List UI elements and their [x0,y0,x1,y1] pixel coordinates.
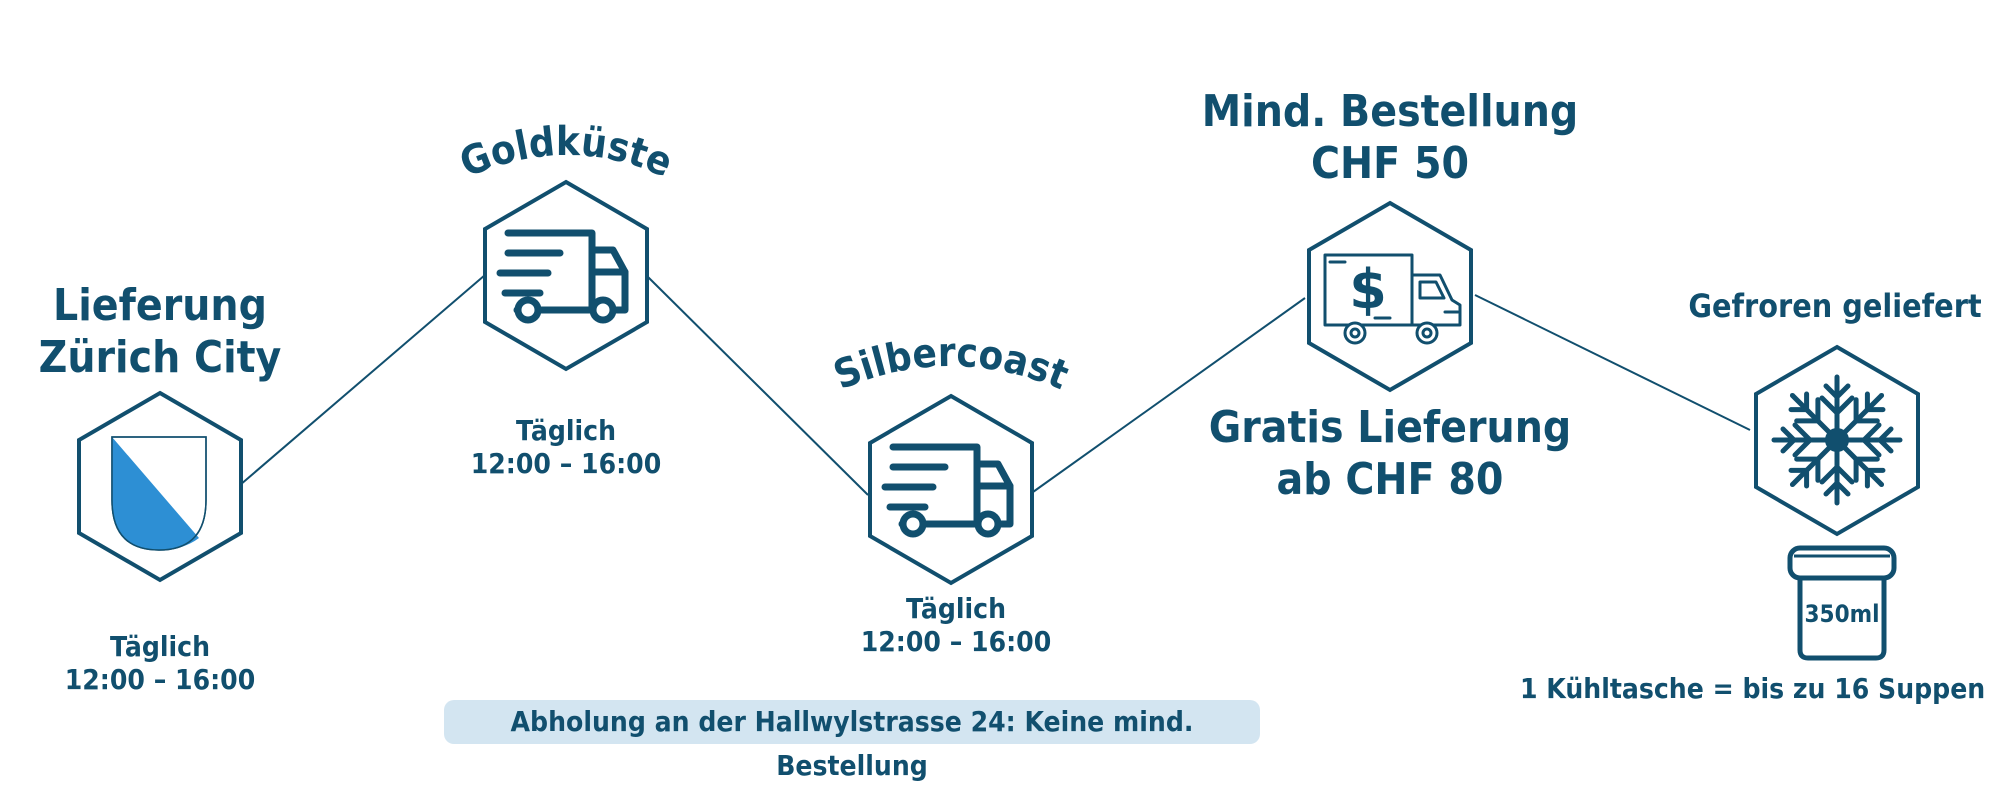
hours-label: Täglich [905,592,1007,625]
soup-jar-icon: 350ml [1787,545,1897,661]
dollar-sign: $ [1349,258,1387,321]
stop-title-city-line1: Lieferung [53,280,267,331]
hours-value: 12:00 – 16:00 [64,663,256,697]
delivery-truck-icon [496,229,629,324]
stop-title-silbercoast: Silbercoast [828,330,1075,399]
connector-order-frozen [1474,294,1751,431]
stop-title-goldkueste: Goldküste [454,119,679,187]
hexagon-order [1307,200,1473,393]
money-truck-icon: $ [1323,253,1462,345]
frozen-title: Gefroren geliefert [1688,287,1982,325]
free-delivery-line1: Gratis Lieferung [1208,402,1572,453]
free-delivery-line2: ab CHF 80 [1276,453,1504,505]
hours-value: 12:00 – 16:00 [860,625,1052,659]
min-order-line1: Mind. Bestellung [1201,86,1579,137]
min-order-line2: CHF 50 [1310,137,1470,189]
jar-label: 350ml [1805,600,1880,628]
pickup-note: Abholung an der Hallwylstrasse 24: Keine… [444,700,1260,782]
stop-title-silbercoast-text: Silbercoast [828,330,1075,399]
hours-label: Täglich [515,414,617,447]
snowflake-icon [1771,374,1903,506]
connector-city-gold [239,274,486,486]
stop-hours-gold: Täglich 12:00 – 16:00 [446,414,686,480]
stop-title-city-line2: Zürich City [38,331,282,383]
stop-hours-silber: Täglich 12:00 – 16:00 [836,592,1076,658]
stop-title-goldkueste-text: Goldküste [454,119,679,187]
cooler-bag-note: 1 Kühltasche = bis zu 16 Suppen [1520,672,1986,705]
hours-value: 12:00 – 16:00 [470,447,662,481]
connector-gold-silber [647,276,869,496]
free-delivery-label: Gratis Lieferung ab CHF 80 [1190,402,1590,506]
hours-label: Täglich [109,630,211,663]
stop-title-city: Lieferung Zürich City [20,280,300,384]
connector-lines [239,274,1751,496]
zurich-coat-of-arms-icon [111,436,207,551]
connector-silber-order [1032,297,1306,493]
stop-hours-city: Täglich 12:00 – 16:00 [40,630,280,696]
delivery-truck-icon [881,443,1014,538]
min-order-label: Mind. Bestellung CHF 50 [1190,86,1590,190]
